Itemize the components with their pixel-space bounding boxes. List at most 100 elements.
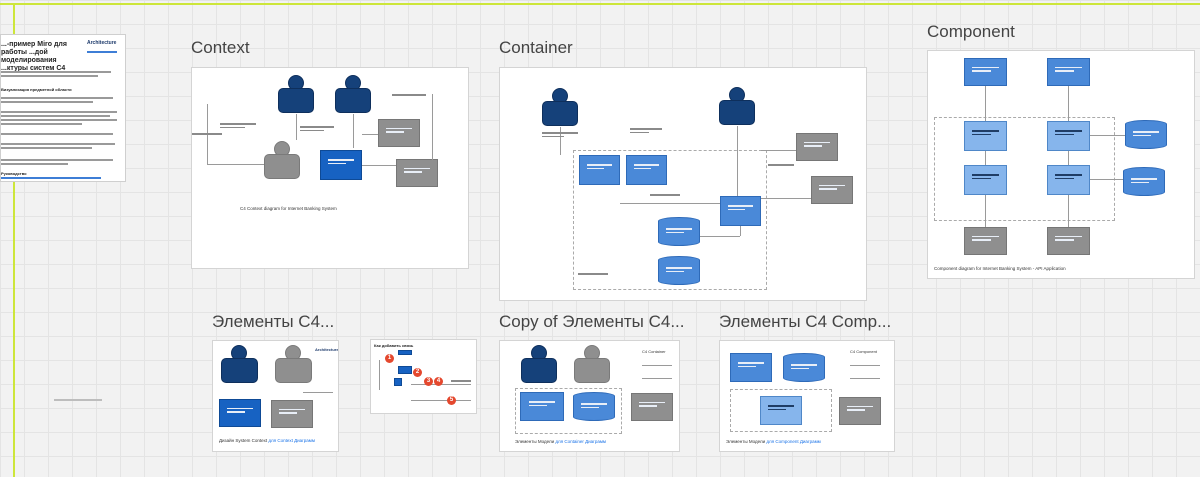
person-icon[interactable] [278, 75, 314, 113]
container-box[interactable] [964, 58, 1007, 86]
connector[interactable] [985, 151, 986, 165]
relationship-label [392, 94, 426, 98]
connector[interactable] [1068, 86, 1069, 121]
external-system-box[interactable] [1047, 227, 1090, 255]
connector[interactable] [207, 164, 264, 165]
relationship-label [300, 126, 334, 133]
canvas-line[interactable] [54, 399, 102, 401]
relationship-label [542, 132, 578, 139]
person-icon[interactable] [521, 345, 557, 383]
intro-card-paragraph-1 [1, 71, 111, 79]
connector[interactable] [353, 114, 354, 148]
connector[interactable] [1090, 179, 1123, 180]
container-frame-title[interactable]: Container [499, 38, 573, 57]
external-system-box[interactable] [811, 176, 853, 204]
container-box[interactable] [720, 196, 761, 226]
external-system-box[interactable] [796, 133, 838, 161]
container-frame[interactable] [499, 67, 867, 301]
component-box[interactable] [1047, 121, 1090, 151]
connector[interactable] [761, 150, 796, 151]
external-system-box[interactable] [271, 400, 313, 428]
database-icon[interactable] [1123, 167, 1165, 196]
database-icon[interactable] [658, 256, 700, 285]
step-badge: 5 [447, 396, 456, 405]
component-box[interactable] [964, 121, 1007, 151]
person-icon[interactable] [335, 75, 371, 113]
database-icon[interactable] [1125, 120, 1167, 149]
external-system-box[interactable] [378, 119, 420, 147]
person-icon[interactable] [542, 88, 578, 126]
intro-card[interactable]: ...-пример Miro для работы ...дой модели… [0, 34, 126, 182]
step-badge: 2 [413, 368, 422, 377]
connector[interactable] [761, 198, 811, 199]
container-boundary[interactable] [730, 389, 832, 432]
connector[interactable] [737, 126, 738, 196]
howto-card[interactable]: Как добавить связь 1 2 3 4 5 [370, 339, 477, 414]
connector[interactable] [1068, 151, 1069, 165]
system-boundary[interactable] [573, 150, 767, 290]
system-boundary[interactable] [515, 388, 622, 434]
howto-title: Как добавить связь [374, 343, 414, 348]
elements-component-frame-title[interactable]: Элементы C4 Comp... [719, 312, 892, 331]
container-box[interactable] [579, 155, 620, 185]
connector[interactable] [432, 94, 433, 160]
elements-footer-link[interactable]: для Context Диаграмм [268, 438, 315, 443]
elements-frame-title[interactable]: Элементы C4... [212, 312, 335, 331]
connector[interactable] [642, 365, 672, 366]
database-icon[interactable] [658, 217, 700, 246]
connector[interactable] [362, 165, 396, 166]
component-box[interactable] [964, 165, 1007, 195]
elements-component-frame[interactable]: C4 Component Элементы Модели для Compone… [719, 340, 895, 452]
howto-box[interactable] [398, 350, 412, 355]
component-frame-title[interactable]: Component [927, 22, 1015, 41]
database-icon[interactable] [783, 353, 825, 382]
connector[interactable] [296, 114, 297, 140]
connector[interactable] [379, 360, 380, 390]
context-frame-title[interactable]: Context [191, 38, 250, 57]
external-system-box[interactable] [839, 397, 881, 425]
connector[interactable] [362, 134, 378, 135]
connector[interactable] [620, 203, 720, 204]
connector[interactable] [303, 392, 333, 393]
connector[interactable] [850, 378, 880, 379]
connector[interactable] [1068, 195, 1069, 227]
howto-box[interactable] [398, 366, 412, 374]
container-boundary[interactable] [934, 117, 1115, 221]
connector[interactable] [740, 226, 741, 236]
elements-copy-footer-link[interactable]: для Container Диаграмм [555, 439, 607, 444]
person-icon[interactable] [264, 141, 300, 179]
person-icon[interactable] [574, 345, 610, 383]
component-frame[interactable]: Component diagram for Internet Banking S… [927, 50, 1195, 279]
external-system-box[interactable] [396, 159, 438, 187]
component-box[interactable] [760, 396, 802, 425]
frame-guide-left [13, 4, 15, 477]
elements-frame[interactable]: Architecture Дизайн System Context для C… [212, 340, 339, 452]
component-box[interactable] [1047, 165, 1090, 195]
container-box[interactable] [626, 155, 667, 185]
connector[interactable] [985, 86, 986, 121]
howto-box[interactable] [394, 378, 402, 386]
person-icon[interactable] [275, 345, 312, 383]
external-system-box[interactable] [964, 227, 1007, 255]
connector[interactable] [700, 236, 740, 237]
connector[interactable] [642, 378, 672, 379]
connector[interactable] [985, 195, 986, 227]
container-box[interactable] [730, 353, 772, 382]
connector[interactable] [560, 127, 561, 155]
elements-copy-frame[interactable]: C4 Container Элементы Модели для Contain… [499, 340, 680, 452]
connector[interactable] [411, 400, 471, 401]
person-icon[interactable] [221, 345, 258, 383]
connector[interactable] [850, 365, 880, 366]
external-system-box[interactable] [631, 393, 673, 421]
context-frame[interactable]: C4 Context diagram for Internet Banking … [191, 67, 469, 269]
intro-card-title: ...-пример Miro для работы ...дой модели… [1, 41, 67, 72]
database-icon[interactable] [573, 392, 615, 421]
container-box[interactable] [1047, 58, 1090, 86]
container-box[interactable] [520, 392, 564, 421]
software-system-box[interactable] [320, 150, 362, 180]
elements-copy-frame-title[interactable]: Copy of Элементы C4... [499, 312, 685, 331]
person-icon[interactable] [719, 87, 755, 125]
software-system-box[interactable] [219, 399, 261, 427]
connector[interactable] [1090, 135, 1125, 136]
elements-component-footer-link[interactable]: для Component Диаграмм [766, 439, 821, 444]
